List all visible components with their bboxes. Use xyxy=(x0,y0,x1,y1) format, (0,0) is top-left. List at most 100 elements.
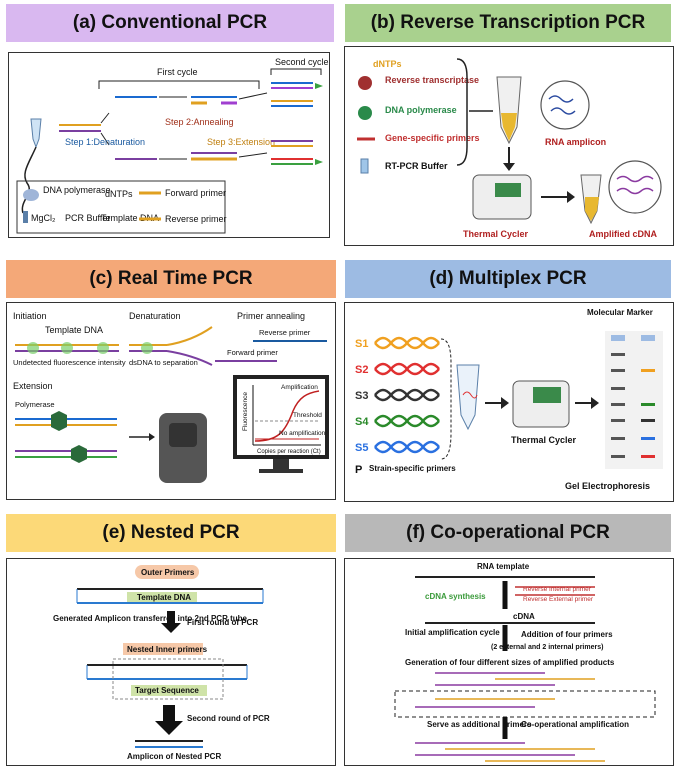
panel-a-box: First cycle Second cycle Step 1:Denatura… xyxy=(8,52,330,238)
initiation-dna-icon xyxy=(15,342,119,354)
second-cycle-products-icon xyxy=(271,82,323,165)
c-undetected: Undetected fluorescence intensity xyxy=(13,358,126,367)
f-rev-external: Reverse External primer xyxy=(523,596,594,603)
legend-mgcl2: MgCl₂ xyxy=(31,213,56,223)
b-dntps: dNTPs xyxy=(373,59,402,69)
second-cycle-label: Second cycle xyxy=(275,57,329,67)
c-threshold: Threshold xyxy=(293,412,322,419)
legend-pcr-buffer: PCR Buffer xyxy=(65,213,110,223)
panel-d-title: (d) Multiplex PCR xyxy=(429,268,587,289)
rt-buffer-icon xyxy=(360,158,369,174)
dna-polymerase-icon xyxy=(23,189,39,201)
panel-e-title: (e) Nested PCR xyxy=(102,522,240,543)
panel-e-header: (e) Nested PCR xyxy=(6,514,336,552)
d-strain-s1: S1 xyxy=(355,338,368,350)
dna-polymerase-icon xyxy=(358,106,372,120)
extension-dna-icon xyxy=(191,152,237,161)
f-coop: Co-operational amplification xyxy=(521,720,629,729)
d-strain-s2: S2 xyxy=(355,364,368,376)
e-template-dna: Template DNA xyxy=(137,593,191,602)
d-gel: Gel Electrophoresis xyxy=(565,481,650,491)
e-second-round: Second round of PCR xyxy=(187,714,270,723)
f-cdna: cDNA xyxy=(513,612,535,621)
panel-d-box: S1 S2 S3 S4 S5 P Strain-specific primers… xyxy=(344,302,674,502)
panel-c-header: (c) Real Time PCR xyxy=(6,260,336,298)
extension-dna-icon xyxy=(15,411,117,463)
amplified-products-icon xyxy=(435,672,595,686)
panel-a-title: (a) Conventional PCR xyxy=(72,12,268,33)
panel-d-header: (d) Multiplex PCR xyxy=(345,260,671,298)
tube-icon xyxy=(30,118,42,149)
legend-reverse-primer: Reverse primer xyxy=(165,214,227,224)
c-forward-primer: Forward primer xyxy=(227,348,278,357)
multiplex-tube-icon xyxy=(456,364,480,431)
panel-b-title: (b) Reverse Transcription PCR xyxy=(370,12,646,33)
c-primer-annealing: Primer annealing xyxy=(237,311,305,321)
panel-e-box: Outer Primers Template DNA Generated Amp… xyxy=(6,558,336,766)
reverse-transcriptase-icon xyxy=(358,76,372,90)
legend-dna-polymerase: DNA polymerase xyxy=(43,185,111,195)
b-rt-buffer: RT-PCR Buffer xyxy=(385,161,448,171)
panel-e-diagram: Outer Primers Template DNA Generated Amp… xyxy=(53,565,270,761)
panel-d-diagram: S1 S2 S3 S4 S5 P Strain-specific primers… xyxy=(355,308,663,491)
e-nested-inner: Nested Inner primers xyxy=(127,645,208,654)
b-reverse-transcriptase: Reverse transcriptase xyxy=(385,75,479,85)
cdna-zoom-icon xyxy=(608,160,662,214)
panel-f-box: RNA template cDNA synthesis Reverse Inte… xyxy=(344,558,674,766)
d-strain-s3: S3 xyxy=(355,390,368,402)
b-dna-polymerase: DNA polymerase xyxy=(385,105,457,115)
panel-a-diagram: First cycle Second cycle Step 1:Denatura… xyxy=(16,57,329,234)
e-target-sequence: Target Sequence xyxy=(135,686,199,695)
c-extension: Extension xyxy=(13,381,53,391)
b-rna-amplicon: RNA amplicon xyxy=(545,137,606,147)
panel-f-header: (f) Co-operational PCR xyxy=(345,514,671,552)
annealing-dna-icon xyxy=(191,96,237,105)
legend-template-dna: Template DNA xyxy=(101,213,159,223)
b-gene-primers: Gene-specific primers xyxy=(385,133,480,143)
d-molecular-marker: Molecular Marker xyxy=(587,308,653,317)
c-dsdna-sep: dsDNA to separation xyxy=(129,358,198,367)
final-products-icon xyxy=(415,742,605,762)
f-addition-sub: (2 external and 2 internal primers) xyxy=(491,644,603,651)
nested-dna-icon xyxy=(86,664,248,680)
legend-box xyxy=(16,180,226,234)
e-amplicon: Amplicon of Nested PCR xyxy=(127,752,221,761)
panel-b-diagram: dNTPs Reverse transcriptase DNA polymera… xyxy=(357,58,662,239)
c-reverse-primer: Reverse primer xyxy=(259,328,311,337)
c-no-amplification: No amplification xyxy=(279,430,326,437)
down-arrow-2-icon xyxy=(155,705,183,735)
d-strain-primers: Strain-specific primers xyxy=(369,464,456,473)
rna-zoom-icon xyxy=(540,80,590,130)
f-generation: Generation of four different sizes of am… xyxy=(405,658,615,667)
e-generated: Generated Amplicon transferred into 2nd … xyxy=(53,614,248,623)
f-cdna-synthesis: cDNA synthesis xyxy=(425,592,486,601)
c-polymerase: Polymerase xyxy=(15,400,55,409)
panel-f-diagram: RNA template cDNA synthesis Reverse Inte… xyxy=(394,562,656,762)
f-serve: Serve as additional primers xyxy=(427,720,532,729)
d-p-label: P xyxy=(355,464,362,476)
step2-label: Step 2:Annealing xyxy=(165,117,234,127)
denaturation-dna-icon xyxy=(129,326,213,366)
c-initiation: Initiation xyxy=(13,311,47,321)
c-denaturation: Denaturation xyxy=(129,311,181,321)
c-amplification: Amplification xyxy=(281,384,318,391)
panel-b-box: dNTPs Reverse transcriptase DNA polymera… xyxy=(344,46,674,246)
c-copies: Copies per reaction (Ct) xyxy=(257,449,321,455)
d-strain-s4: S4 xyxy=(355,416,369,428)
f-rna-template: RNA template xyxy=(477,562,530,571)
gel-icon xyxy=(605,331,663,469)
b-thermal-cycler: Thermal Cycler xyxy=(463,229,529,239)
d-thermal-cycler: Thermal Cycler xyxy=(511,435,577,445)
e-outer-primers: Outer Primers xyxy=(141,568,195,577)
f-addition: Addition of four primers xyxy=(521,630,613,639)
legend-forward-primer: Forward primer xyxy=(165,188,226,198)
f-initial-cycle: Initial amplification cycle xyxy=(405,628,500,637)
legend-dntps: dNTPs xyxy=(105,189,133,199)
d-strain-s5: S5 xyxy=(355,442,368,454)
panel-c-title: (c) Real Time PCR xyxy=(89,268,253,289)
panel-a-header: (a) Conventional PCR xyxy=(6,4,334,42)
c-template-dna: Template DNA xyxy=(45,325,103,335)
step1-label: Step 1:Denaturation xyxy=(65,137,145,147)
mgcl2-icon xyxy=(23,211,28,223)
panel-b-header: (b) Reverse Transcription PCR xyxy=(345,4,671,42)
